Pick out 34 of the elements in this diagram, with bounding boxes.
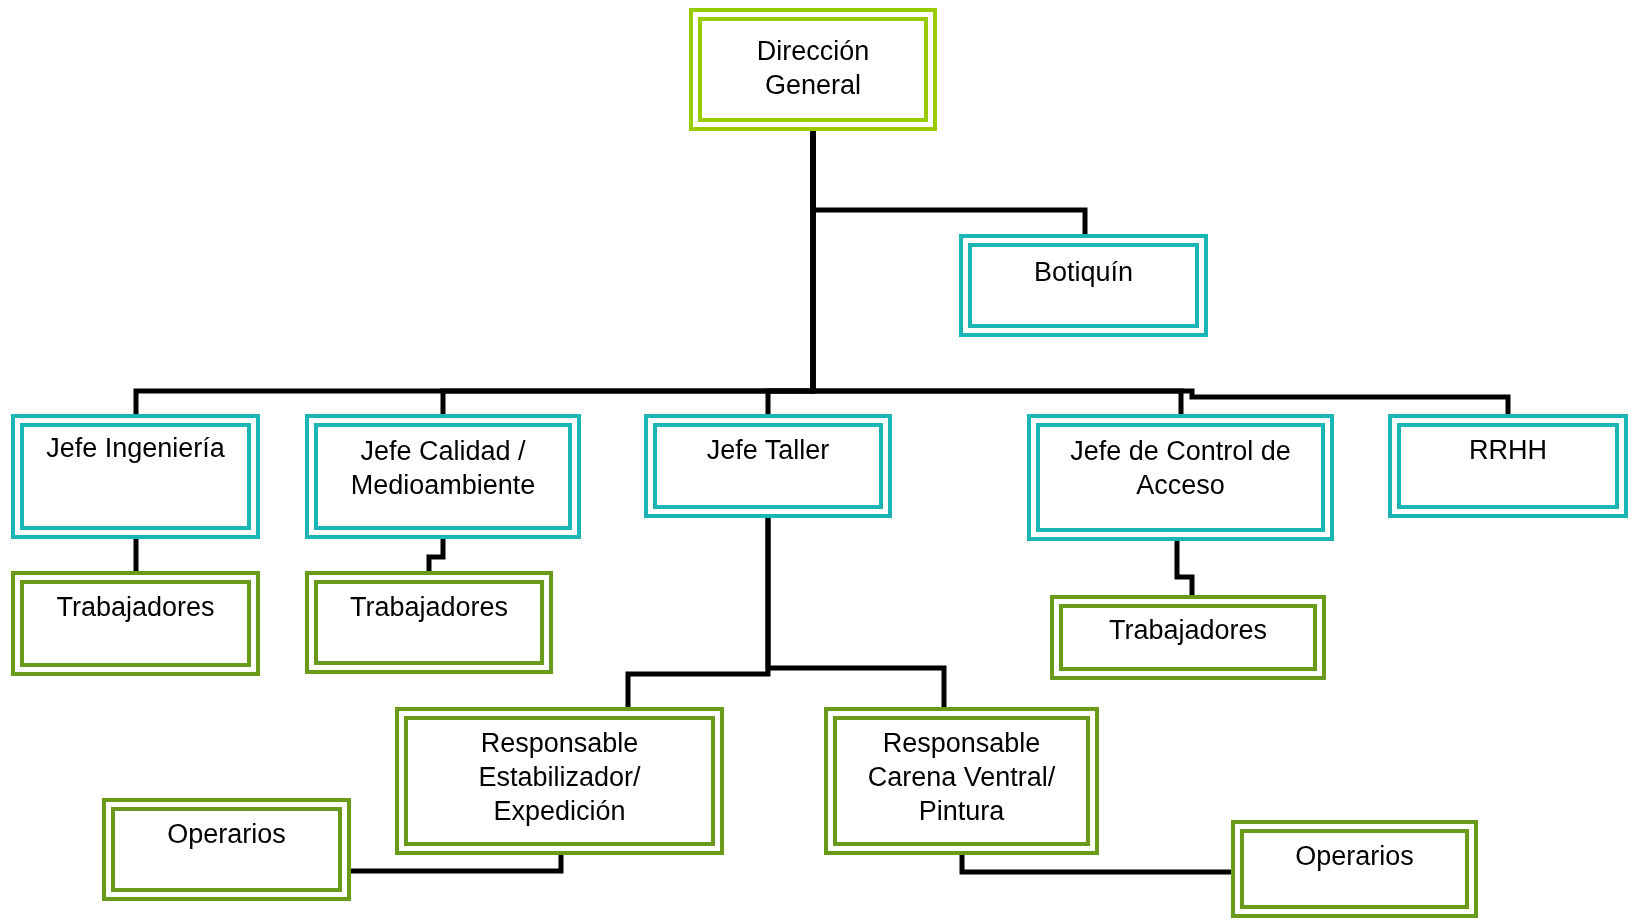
- connector-line: [133, 539, 139, 571]
- org-box: [395, 707, 724, 855]
- box-label: Jefe de Control de Acceso: [1069, 435, 1292, 502]
- box-label: RRHH: [1468, 434, 1548, 467]
- box-label: Trabajadores: [55, 591, 216, 624]
- box-label: Botiquín: [1032, 256, 1135, 289]
- connector-line: [765, 518, 947, 707]
- box-label: Operarios: [1294, 840, 1415, 873]
- connector-line: [1174, 541, 1195, 595]
- org-box: [305, 571, 553, 674]
- box-label: Jefe Taller: [705, 434, 831, 467]
- connector-line: [959, 855, 1231, 875]
- box-label: Jefe Calidad / Medioambiente: [349, 435, 537, 502]
- org-box: [1050, 595, 1326, 680]
- org-box: [959, 234, 1208, 337]
- org-box: [102, 798, 351, 901]
- connector-line: [351, 855, 564, 874]
- org-box: [824, 707, 1099, 855]
- org-box: [11, 414, 260, 539]
- box-label: Responsable Carena Ventral/ Pintura: [866, 727, 1057, 828]
- org-box: [305, 414, 581, 539]
- box-label: Trabajadores: [348, 591, 510, 624]
- org-box: [689, 8, 937, 131]
- box-label: Responsable Estabilizador/ Expedición: [477, 727, 642, 828]
- org-box: [1388, 414, 1628, 518]
- box-label: Jefe Ingeniería: [45, 432, 226, 465]
- box-label: Operarios: [166, 818, 287, 851]
- org-box: [1231, 820, 1478, 918]
- connector-line: [426, 539, 446, 571]
- org-box: [1027, 414, 1334, 541]
- box-label: Dirección General: [755, 35, 871, 102]
- org-box: [644, 414, 892, 518]
- box-label: Trabajadores: [1107, 614, 1269, 647]
- org-box: [11, 571, 260, 676]
